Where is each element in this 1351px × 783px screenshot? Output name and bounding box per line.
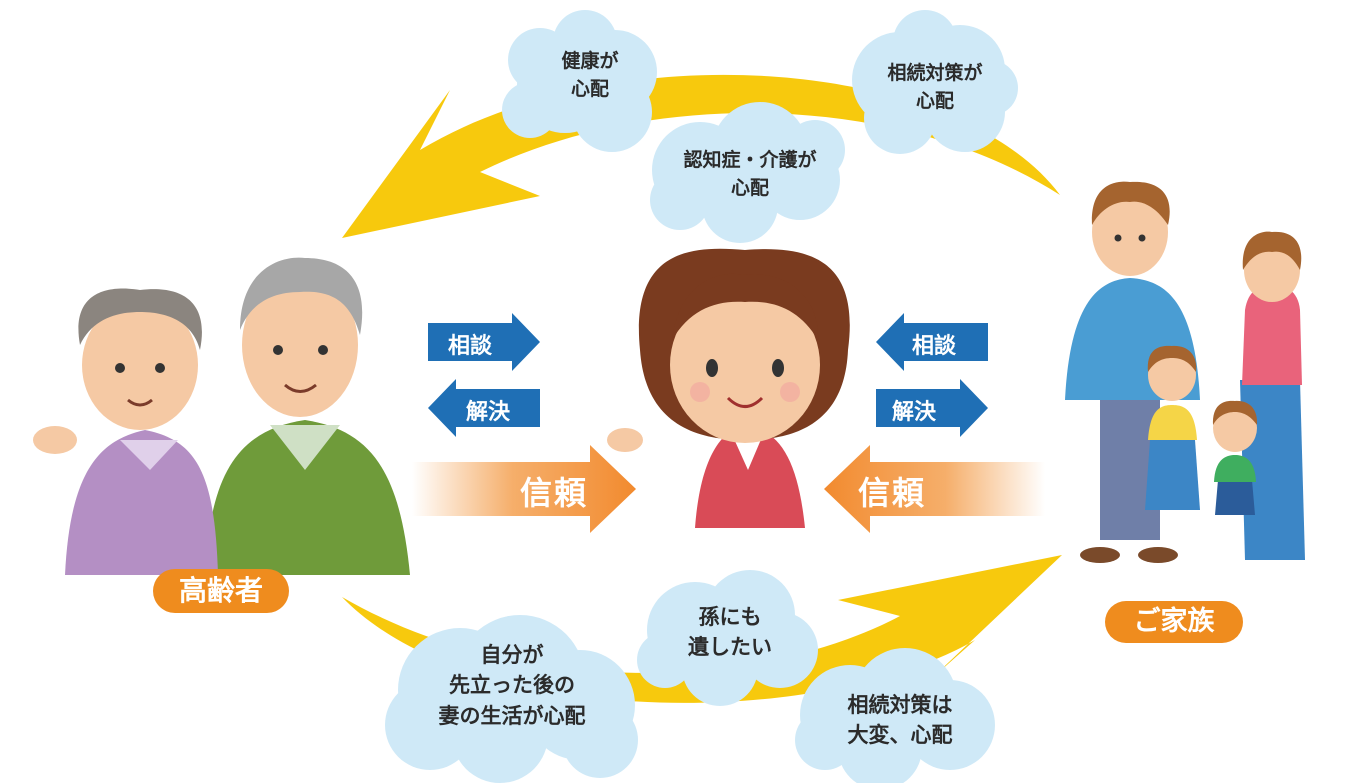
cloud-inheritance-top <box>852 10 1018 154</box>
cloud-line: 妻の生活が心配 <box>438 703 586 728</box>
arrow-resolve-right <box>876 379 988 437</box>
cloud-text-inheritance-bottom: 相続対策は 大変、心配 <box>820 690 980 751</box>
cloud-text-wife: 自分が 先立った後の 妻の生活が心配 <box>412 640 612 731</box>
label-resolve-left: 解決 <box>466 400 511 425</box>
label-consult-left: 相談 <box>448 334 493 359</box>
cloud-line: 自分が <box>480 643 544 667</box>
cloud-line: 孫にも <box>698 605 762 629</box>
elderly-couple-illustration <box>33 257 410 575</box>
pill-family: ご家族 <box>1105 601 1243 643</box>
family-illustration <box>1065 181 1305 563</box>
label-consult-right: 相談 <box>912 334 957 359</box>
label-trust-right: 信頼 <box>858 474 927 512</box>
arrow-consult-right <box>876 313 988 371</box>
cloud-line: 心配 <box>570 77 609 100</box>
cloud-line: 遺したい <box>688 635 772 660</box>
pill-elderly: 高齢者 <box>153 569 289 613</box>
cloud-line: 健康が <box>561 50 619 72</box>
label-resolve-right: 解決 <box>892 400 937 425</box>
label-trust-left: 信頼 <box>520 474 589 512</box>
cloud-line: 心配 <box>915 89 954 112</box>
arrow-resolve-left <box>428 379 540 437</box>
cloud-text-inheritance-top: 相続対策が 心配 <box>860 60 1010 115</box>
trust-arrow-left <box>412 445 636 533</box>
cloud-text-health: 健康が 心配 <box>520 48 660 103</box>
cloud-inheritance-bottom <box>795 648 995 783</box>
advisor-illustration <box>607 248 850 528</box>
trust-arrow-right <box>824 445 1045 533</box>
arrow-consult-left <box>428 313 540 371</box>
cloud-wife <box>385 615 638 783</box>
cloud-text-dementia: 認知症・介護が 心配 <box>665 147 835 202</box>
cloud-line: 相続対策が <box>887 62 983 84</box>
cloud-dementia <box>650 102 845 243</box>
cloud-health <box>502 10 657 152</box>
cloud-line: 先立った後の <box>449 673 575 698</box>
cloud-text-grandchildren: 孫にも 遺したい <box>655 602 805 663</box>
cloud-line: 認知症・介護が <box>683 149 817 171</box>
cloud-line: 相続対策は <box>847 693 953 717</box>
cloud-line: 心配 <box>730 176 769 199</box>
cloud-grandchildren <box>637 570 818 706</box>
cloud-line: 大変、心配 <box>847 723 953 748</box>
